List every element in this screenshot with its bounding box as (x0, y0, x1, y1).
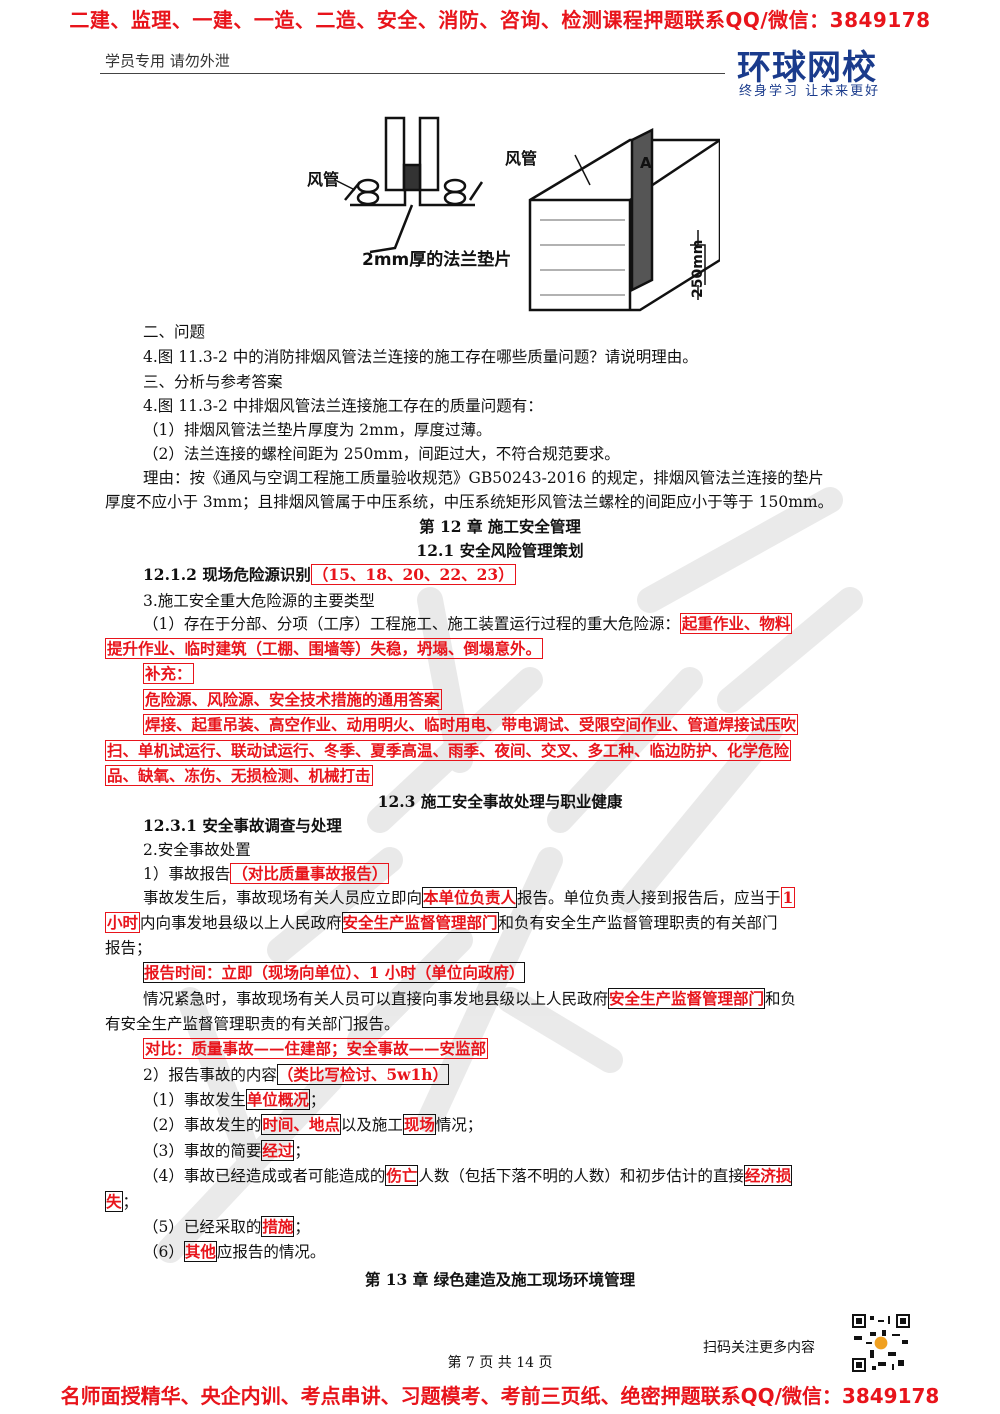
highlight-box: （对比质量事故报告） (230, 863, 390, 884)
figure-label-gasket: 2mm厚的法兰垫片 (362, 250, 512, 270)
highlight-box: 现场 (402, 1114, 436, 1135)
highlight-box: 对比：质量事故——住建部；安全事故——安监部 (143, 1038, 489, 1059)
logo-slogan: 终身学习 让未来更好 (739, 84, 881, 99)
highlight-box: 扫、单机试运行、联动试运行、冬季、夏季高温、雨季、夜间、交叉、多工种、临边防护、… (105, 740, 792, 761)
duct-flange-figure (334, 116, 720, 312)
highlight-box: 安全生产监督管理部门 (341, 912, 499, 933)
highlight-box: （15、18、20、22、23） (310, 564, 516, 585)
page-number: 第 7 页 共 14 页 (447, 1355, 553, 1371)
text-span: 报告。单位负责人接到报告后，应当于 (517, 889, 781, 907)
highlight-box: 品、缺氧、冻伤、无损检测、机械打击 (105, 765, 373, 786)
text-span: ； (294, 1218, 310, 1236)
text-span: 情况紧急时，事故现场有关人员可以直接向事发地县级以上人民政府 (143, 990, 609, 1008)
text-span: 事故发生后，事故现场有关人员应立即向 (143, 889, 423, 907)
text-span: ； (309, 1091, 326, 1109)
text-span: 和负 (765, 990, 797, 1008)
highlight-box: 报告时间：立即（现场向单位）、1 小时（单位向政府） (143, 962, 526, 983)
highlight-box: 提升作业、临时建筑（工棚、围墙等）失稳，坍塌、倒塌意外。 (105, 638, 544, 659)
text-span: （6） (143, 1243, 184, 1261)
highlight-box: 经济损 (743, 1165, 793, 1186)
qr-code-icon[interactable] (852, 1314, 910, 1372)
highlight-box: 起重作业、物料 (679, 613, 793, 634)
figure-label-duct-right: 风管 (505, 149, 538, 168)
text-span: 内向事发地县级以上人民政府 (140, 914, 342, 932)
supplement-label: 补充： (143, 663, 194, 684)
highlight-box: 单位概况 (245, 1089, 310, 1110)
text-span: 情况； (435, 1116, 483, 1134)
text-span: ； (122, 1193, 139, 1211)
figure-label-duct-left: 风管 (307, 170, 340, 189)
highlight-box: （类比写检讨、5w1h） (276, 1064, 450, 1085)
text-line: 厚度不应小于 3mm；且排烟风管属于中压系统，中压系统矩形风管法兰螺栓的间距应小… (105, 493, 834, 511)
header-note: 学员专用 请勿外泄 (105, 52, 230, 70)
text-line: 理由：按《通风与空调工程施工质量验收规范》GB50243-2016 的规定，排烟… (143, 469, 824, 487)
section-12-3-1-title: 12.3.1 安全事故调查与处理 (143, 816, 342, 835)
section-12-1-2-title: 12.1.2 现场危险源识别 (143, 565, 311, 584)
text-span: 以及施工 (340, 1116, 403, 1134)
text-span: （3）事故的简要 (143, 1142, 262, 1160)
text-line: 有安全生产监督管理职责的有关部门报告。 (105, 1015, 400, 1033)
top-banner: 二建、监理、一建、一造、二造、安全、消防、咨询、检测课程押题联系QQ/微信：38… (69, 8, 931, 32)
figure-label-spacing: 250mm (690, 239, 706, 298)
chapter-13-title: 第 13 章 绿色建造及施工现场环境管理 (364, 1270, 636, 1289)
text-line: （1）排烟风管法兰垫片厚度为 2mm，厚度过薄。 (143, 421, 492, 439)
text-span: （5）已经采取的 (143, 1218, 262, 1236)
text-span: 和负有安全生产监督管理职责的有关部门 (498, 914, 778, 932)
highlight-box: 本单位负责人 (422, 887, 518, 908)
text-span: ； (294, 1142, 310, 1160)
footer-scan-text: 扫码关注更多内容 (703, 1340, 815, 1356)
text-line: （1）存在于分部、分项（工序）工程施工、施工装置运行过程的重大危险源： (143, 615, 680, 633)
text-span: 应报告的情况。 (216, 1243, 326, 1261)
text-line: 二、问题 (143, 323, 206, 341)
flange-section-diagram (334, 116, 484, 254)
highlight-box: 焊接、起重吊装、高空作业、动用明火、临时用电、带电调试、受限空间作业、管道焊接试… (143, 714, 799, 735)
text-line: 1）事故报告 (143, 865, 231, 883)
highlight-box: 危险源、风险源、安全技术措施的通用答案 (143, 689, 442, 710)
highlight-box: 1 (780, 887, 796, 908)
duct-3d-diagram (528, 127, 720, 312)
highlight-box: 经过 (261, 1140, 295, 1161)
logo: 环球网校 (737, 48, 877, 88)
section-12-1-title: 12.1 安全风险管理策划 (416, 541, 584, 560)
text-span: 2）报告事故的内容 (143, 1066, 277, 1084)
highlight-box: 其他 (183, 1241, 217, 1262)
bottom-banner: 名师面授精华、央企内训、考点串讲、习题模考、考前三页纸、绝密押题联系QQ/微信：… (60, 1384, 940, 1408)
highlight-box: 失 (105, 1191, 123, 1212)
text-span: （4）事故已经造成或者可能造成的 (143, 1167, 386, 1185)
highlight-box: 时间、地点 (261, 1114, 341, 1135)
chapter-12-title: 第 12 章 施工安全管理 (419, 517, 581, 536)
header-rule (100, 73, 725, 74)
section-12-3-title: 12.3 施工安全事故处理与职业健康 (377, 792, 623, 811)
text-line: 三、分析与参考答案 (143, 373, 283, 391)
highlight-box: 小时 (105, 912, 141, 933)
text-line: 2.安全事故处置 (143, 841, 251, 859)
text-line: 4.图 11.3-2 中排烟风管法兰连接施工存在的质量问题有： (143, 397, 543, 415)
text-line: （2）法兰连接的螺栓间距为 250mm，间距过大，不符合规范要求。 (143, 445, 620, 463)
text-line: 报告； (105, 939, 152, 957)
figure-label-a: A (640, 154, 652, 172)
text-span: （1）事故发生 (143, 1091, 246, 1109)
text-line: 3.施工安全重大危险源的主要类型 (143, 592, 375, 610)
highlight-box: 措施 (261, 1216, 295, 1237)
highlight-box: 安全生产监督管理部门 (608, 988, 766, 1009)
text-line: 4.图 11.3-2 中的消防排烟风管法兰连接的施工存在哪些质量问题？请说明理由… (143, 348, 698, 366)
highlight-box: 伤亡 (385, 1165, 419, 1186)
text-span: （2）事故发生的 (143, 1116, 262, 1134)
text-span: 人数（包括下落不明的人数）和初步估计的直接 (418, 1167, 744, 1185)
